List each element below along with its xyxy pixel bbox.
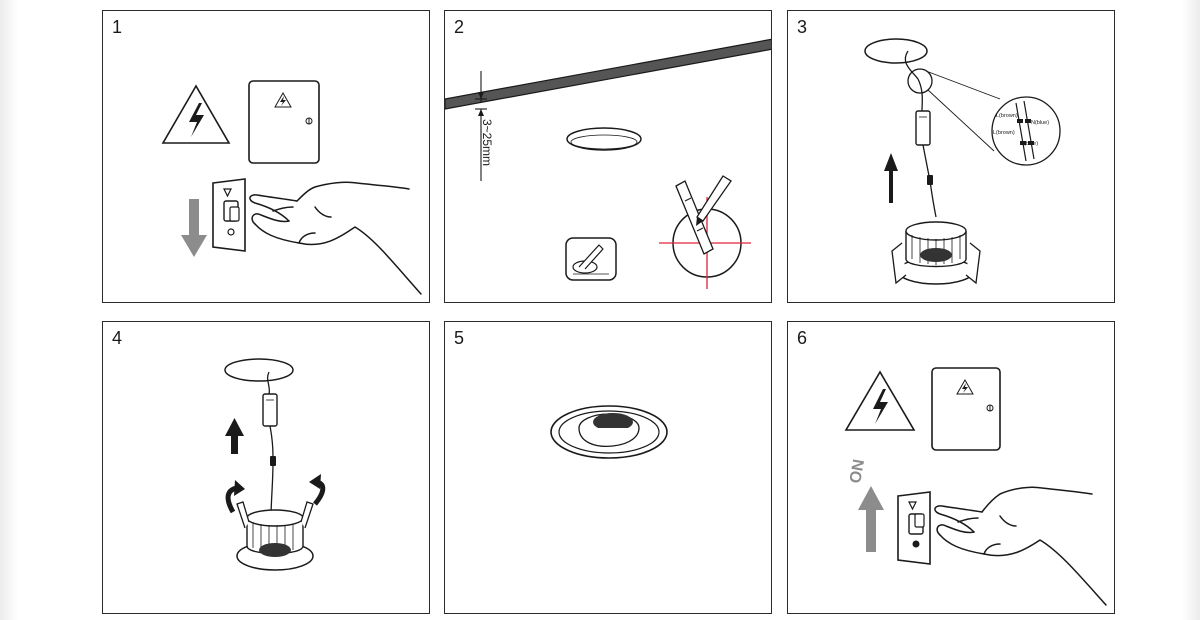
downlight-icon bbox=[236, 501, 314, 571]
step-6-panel: 6 ON bbox=[787, 321, 1115, 614]
wire-label: L(brown) bbox=[996, 113, 1018, 119]
saw-tool-icon bbox=[565, 237, 617, 281]
step-number: 2 bbox=[454, 17, 465, 37]
cutout-depth-label: 3~25mm bbox=[480, 119, 494, 166]
step-number: 6 bbox=[797, 328, 808, 348]
step-number: 1 bbox=[112, 17, 123, 37]
step-4-illustration bbox=[224, 358, 326, 571]
step-number: 5 bbox=[454, 328, 465, 348]
thickness-dimension bbox=[475, 71, 487, 181]
ceiling-cutout bbox=[224, 358, 294, 382]
ceiling-cutout bbox=[864, 38, 928, 64]
step-3-illustration: L(brown) N(blue) L(brown) N(blue) bbox=[864, 38, 1061, 285]
arrow-up-icon bbox=[884, 153, 898, 203]
spring-clip-arrow-left-icon bbox=[225, 480, 245, 514]
ceiling-board bbox=[445, 38, 771, 110]
arrow-up-icon bbox=[225, 418, 244, 454]
page-edge-right bbox=[1182, 0, 1200, 620]
step-1-illustration bbox=[161, 80, 422, 295]
step-2-illustration: 3~25mm bbox=[445, 38, 771, 289]
step-number: 4 bbox=[112, 328, 123, 348]
high-voltage-warning-icon bbox=[844, 370, 916, 431]
arrow-down-icon bbox=[181, 199, 207, 257]
page-edge-left bbox=[0, 0, 18, 620]
electrical-panel-icon bbox=[248, 80, 320, 164]
step-3-panel: 3 L(brown) N(blue) L(brown) N(blue) bbox=[787, 10, 1115, 303]
wall-switch-icon bbox=[212, 178, 246, 252]
wire-label: L(brown) bbox=[993, 130, 1015, 136]
step-number: 3 bbox=[797, 17, 808, 37]
hand-icon bbox=[934, 486, 1107, 606]
step-2-panel: 2 3~25mm bbox=[444, 10, 772, 303]
hand-icon bbox=[249, 181, 422, 295]
switch-on-label: ON bbox=[847, 458, 868, 485]
led-driver-box bbox=[915, 110, 931, 146]
high-voltage-warning-icon bbox=[161, 84, 231, 144]
electrical-panel-icon bbox=[931, 367, 1001, 451]
quick-connector bbox=[270, 456, 276, 466]
quick-connector bbox=[927, 175, 933, 185]
step-4-panel: 4 bbox=[102, 321, 430, 614]
step-5-panel: 5 bbox=[444, 321, 772, 614]
installed-downlight-icon bbox=[550, 405, 668, 459]
downlight-icon bbox=[891, 221, 981, 285]
connection-zoom-marker bbox=[907, 68, 933, 94]
step-1-panel: 1 bbox=[102, 10, 430, 303]
wiring-detail: L(brown) N(blue) L(brown) N(blue) bbox=[991, 96, 1061, 166]
step-5-illustration bbox=[550, 405, 668, 459]
supply-cable bbox=[904, 50, 923, 112]
ceiling-cutout bbox=[566, 127, 642, 151]
cutout-marking bbox=[659, 175, 751, 289]
wire-label: N(blue) bbox=[1031, 120, 1049, 126]
arrow-up-icon bbox=[858, 486, 884, 552]
led-driver-box bbox=[262, 393, 278, 427]
wall-switch-icon bbox=[897, 491, 931, 565]
step-6-illustration: ON bbox=[844, 367, 1107, 606]
wire-label: N(blue) bbox=[1020, 141, 1038, 147]
spring-clip-arrow-right-icon bbox=[309, 474, 326, 506]
